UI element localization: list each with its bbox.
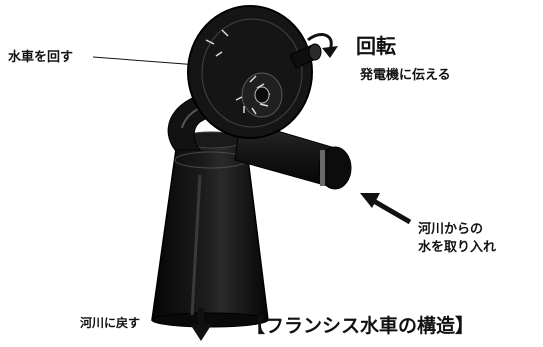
to-generator-label: 発電機に伝える — [360, 68, 451, 83]
rotate-wheel-label: 水車を回す — [8, 50, 74, 65]
intake-arrow-icon — [360, 193, 412, 225]
generator-shaft — [289, 43, 322, 69]
down-arrow-icon — [190, 308, 212, 341]
curved-rotation-arrow-icon — [307, 33, 338, 58]
rotation-label: 回転 — [356, 34, 396, 58]
draft-tube — [151, 131, 269, 328]
diagram-caption: 【フランシス水車の構造】 — [246, 315, 475, 337]
turbine-runner — [187, 5, 313, 139]
return-to-river-label: 河川に戻す — [80, 316, 141, 330]
intake-label-line2: 水を取り入れ — [418, 240, 497, 255]
intake-label-line1: 河川からの — [418, 222, 484, 237]
rotate-wheel-leader — [92, 56, 199, 66]
